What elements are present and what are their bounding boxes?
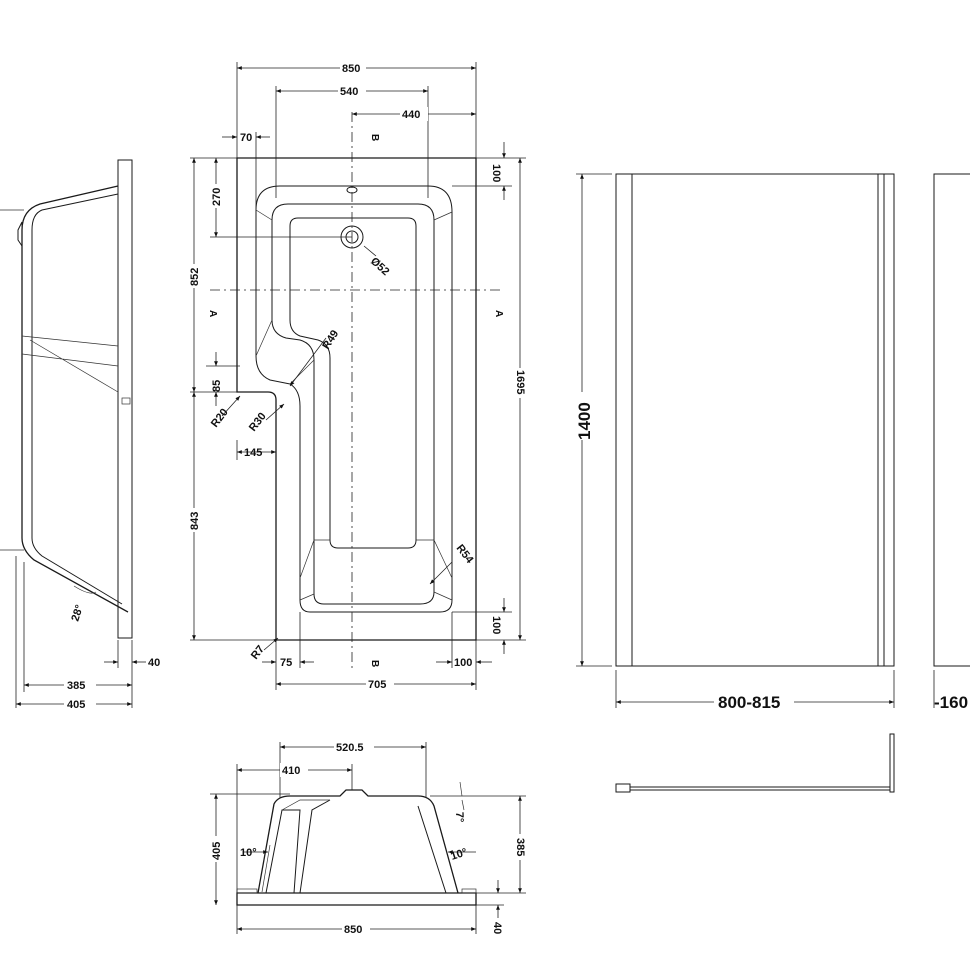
- screen-width-800-815: 800-815: [718, 693, 780, 712]
- section-a-right: A: [493, 310, 504, 317]
- dim-100-bottom: 100: [490, 616, 502, 634]
- dim-100-bottom-w: 100: [454, 657, 472, 669]
- dim-440: 440: [402, 109, 420, 121]
- section-b-top: B: [369, 134, 380, 141]
- dim-145: 145: [244, 447, 262, 459]
- dim-40-side: 40: [148, 657, 160, 669]
- dim-405-end: 405: [211, 842, 223, 860]
- dim-405-side: 405: [67, 699, 85, 711]
- dim-1695: 1695: [514, 370, 526, 394]
- angle-10-left: 10°: [240, 847, 257, 859]
- dim-705: 705: [368, 679, 386, 691]
- angle-7: 7°: [453, 812, 465, 823]
- end-elevation: 520.5 410 405 385 40 850 10° 10° 7°: [209, 740, 527, 936]
- dim-100-top: 100: [490, 164, 502, 182]
- screen2-width: -160: [934, 693, 968, 712]
- dim-385-end: 385: [514, 838, 526, 856]
- section-b-bottom: B: [369, 660, 380, 667]
- second-screen-elevation: -160: [933, 173, 970, 712]
- angle-10-right: 10°: [449, 846, 469, 863]
- dim-385-side: 385: [67, 680, 85, 692]
- screen-height-1400: 1400: [575, 402, 594, 440]
- dim-85: 85: [211, 380, 223, 392]
- radius-30: R30: [247, 411, 269, 434]
- dim-520-5: 520.5: [336, 742, 364, 754]
- dim-75: 75: [280, 657, 292, 669]
- dim-850-end: 850: [344, 924, 362, 936]
- diameter-52: Ø52: [368, 255, 391, 278]
- radius-7: R7: [249, 643, 267, 661]
- dim-410: 410: [282, 765, 300, 777]
- radius-49: R49: [320, 328, 341, 351]
- dim-40-end: 40: [491, 922, 503, 934]
- side-elevation: 40 385 405 28°: [0, 159, 160, 711]
- dim-852: 852: [189, 268, 201, 286]
- dim-270: 270: [211, 188, 223, 206]
- dim-843: 843: [189, 512, 201, 530]
- dim-540: 540: [340, 86, 358, 98]
- plan-view: 850 540 440 70 B B A A 100 1695 100: [187, 61, 528, 691]
- radius-54: R54: [454, 542, 476, 566]
- dim-70: 70: [240, 132, 252, 144]
- bath-screen-elevation: 1400 800-815: [570, 173, 895, 793]
- section-a-left: A: [207, 310, 218, 317]
- angle-28: 28°: [69, 603, 86, 623]
- dim-850-top: 850: [342, 63, 360, 75]
